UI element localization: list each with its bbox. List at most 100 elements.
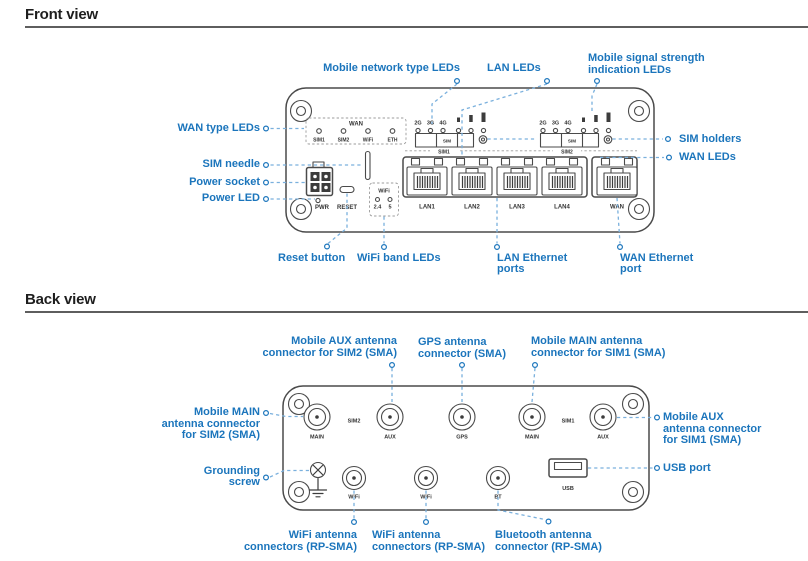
leader-lan-leds: [461, 77, 550, 156]
reset-button-pill: [339, 185, 355, 194]
leader-wifi-band-leds: [381, 216, 388, 251]
antenna-connector-gps: [448, 403, 476, 431]
led: [389, 128, 396, 134]
leader-power-socket: [263, 179, 305, 186]
port-caption: LAN2: [464, 205, 480, 211]
pwr-caption: PWR: [315, 205, 330, 211]
front-label-power-led: Power LED: [201, 192, 260, 204]
usb-caption: USB: [562, 486, 574, 492]
port-caption: LAN4: [554, 205, 570, 211]
back-label-wifi-antenna-1: WiFi antenna connectors (RP-SMA): [243, 529, 357, 553]
back-label-wifi-antenna-2: WiFi antenna connectors (RP-SMA): [372, 529, 486, 553]
antenna-connector-wifi-2: [413, 465, 439, 491]
sim2-zone-caption: SIM2: [348, 419, 361, 425]
leader-usb-port: [588, 465, 660, 472]
front-label-wan-ethernet-port: WAN Ethernet port: [620, 251, 694, 275]
sim-tray-label: SIM: [443, 139, 451, 144]
front-device: WAN SIM1 SIM2 WiFi ETH 2G 3G 4G SIM: [285, 87, 655, 233]
led: [316, 128, 322, 134]
antenna-connector-bt: [485, 465, 511, 491]
front-leader-lines: [263, 77, 672, 251]
leader-grounding-screw: [263, 469, 309, 481]
usb-port-socket: [548, 458, 588, 478]
signal-bar: [469, 115, 473, 122]
sim1-caption: SIM1: [438, 150, 450, 156]
front-label-wan-type-leds: WAN type LEDs: [177, 121, 260, 134]
back-view-heading: Back view: [25, 291, 96, 308]
leader-lan-ethernet-ports: [494, 198, 501, 251]
network-gen-label: 3G: [427, 121, 434, 127]
connector-caption: MAIN: [310, 435, 324, 441]
wifi-band-led-block: WiFi 2.4 5: [369, 182, 399, 217]
leader-wifi-2: [423, 490, 430, 525]
corner-screw: [287, 480, 311, 504]
back-device: MAIN AUX GPS MAIN AUX SIM2 SIM1 WiFi WiF…: [282, 385, 650, 511]
antenna-connector-wifi-1: [341, 465, 367, 491]
leader-mobile-signal-strength: [591, 77, 600, 111]
front-label-sim-holders: SIM holders: [679, 132, 742, 145]
leader-wifi-1: [351, 490, 358, 525]
led: [387, 196, 393, 203]
mobile-led-group-sim1: 2G 3G 4G SIM SIM1: [414, 112, 488, 156]
network-gen-label: 2G: [539, 121, 546, 127]
wan-port-group: [591, 156, 638, 198]
port-caption: LAN3: [509, 205, 525, 211]
front-label-reset-button: Reset button: [278, 251, 346, 264]
back-view-divider: [25, 311, 808, 313]
leader-gps: [459, 362, 466, 402]
connector-caption: AUX: [597, 435, 609, 441]
antenna-connector-aux-sim2: [376, 403, 404, 431]
signal-bar: [582, 117, 585, 122]
leader-main-sim1: [531, 362, 538, 403]
front-label-lan-ethernet-ports: LAN Ethernet ports: [497, 251, 568, 275]
network-gen-label: 2G: [414, 121, 421, 127]
leader-wan-ethernet-port: [616, 197, 623, 251]
leader-bluetooth: [497, 490, 552, 525]
led: [340, 128, 347, 134]
signal-bar: [594, 115, 598, 122]
wifi-band-label: 5: [388, 205, 391, 211]
led-label: ETH: [388, 138, 398, 144]
connector-caption: GPS: [456, 435, 468, 441]
sim-tray-label: SIM: [568, 139, 576, 144]
front-label-wan-leds: WAN LEDs: [679, 151, 736, 163]
leader-power-led: [263, 196, 315, 203]
signal-bar: [481, 112, 486, 122]
back-label-grounding-screw: Grounding screw: [203, 464, 260, 488]
leader-sim-holders: [487, 136, 671, 143]
back-label-gps-antenna: GPS antenna connector (SMA): [418, 336, 506, 360]
corner-screw: [627, 99, 651, 123]
power-socket: [305, 161, 334, 197]
connector-caption: AUX: [384, 435, 396, 441]
network-gen-label: 3G: [552, 121, 559, 127]
corner-screw: [621, 392, 645, 416]
grounding-screw: [308, 461, 328, 498]
signal-bar: [606, 112, 611, 122]
corner-screw: [289, 99, 313, 123]
leader-aux-sim2: [389, 362, 396, 402]
network-gen-label: 4G: [439, 121, 446, 127]
antenna-connector-main-sim2: [303, 403, 331, 431]
port-caption: LAN1: [419, 205, 435, 211]
back-label-main-antenna-sim1: Mobile MAIN antenna connector for SIM1 (…: [531, 335, 666, 359]
antenna-connector-main-sim1: [518, 403, 546, 431]
mobile-led-group-sim2: 2G 3G 4G SIM SIM2: [539, 112, 613, 156]
front-view-heading: Front view: [25, 6, 99, 23]
back-leader-lines: [263, 362, 660, 525]
back-label-aux-antenna-sim1: Mobile AUX antenna connector for SIM1 (S…: [663, 411, 762, 446]
led-label: SIM2: [338, 138, 350, 144]
corner-screw: [289, 197, 313, 221]
connector-caption: MAIN: [525, 435, 539, 441]
leader-wan-leds: [600, 154, 672, 161]
wifi-group-title: WiFi: [378, 189, 390, 195]
corner-screw: [627, 197, 651, 221]
signal-bar: [457, 117, 460, 122]
back-label-main-antenna-sim2: Mobile MAIN antenna connector for SIM2 (…: [161, 406, 260, 441]
sim-holder-2: [539, 132, 600, 148]
front-label-sim-needle: SIM needle: [202, 158, 260, 170]
sim-needle-pin: [364, 150, 371, 181]
leader-aux-sim1: [617, 414, 660, 421]
sim2-caption: SIM2: [561, 150, 573, 156]
network-gen-label: 4G: [564, 121, 571, 127]
